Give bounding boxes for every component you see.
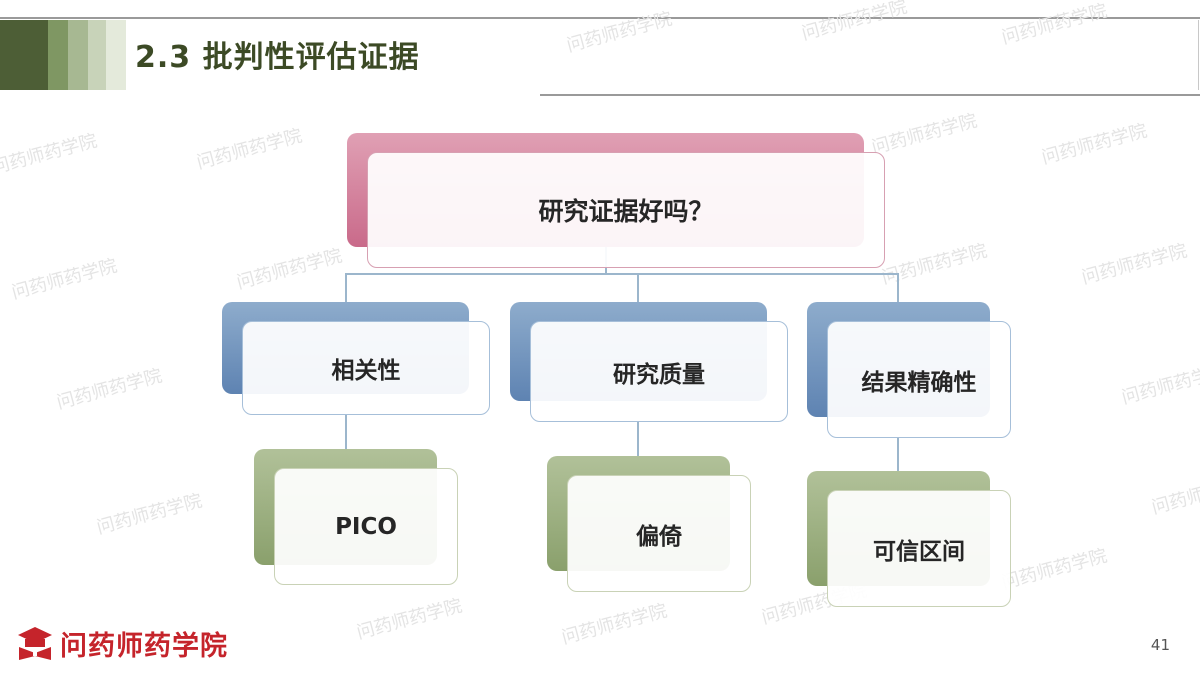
watermark: 问药师药学院 — [869, 110, 980, 159]
watermark: 问药师药学院 — [54, 365, 165, 414]
connector-child-1 — [345, 414, 347, 450]
node-confidence-interval: 可信区间 — [827, 490, 1011, 607]
watermark: 问药师药学院 — [1079, 240, 1190, 289]
brand-logo: 问药师药学院 — [16, 624, 228, 663]
watermark: 问药师药学院 — [194, 125, 305, 174]
connector-branch-3 — [897, 273, 899, 303]
graduation-cap-icon — [16, 625, 54, 663]
node-bias: 偏倚 — [567, 475, 751, 592]
node-pico: PICO — [274, 468, 458, 585]
watermark: 问药师药学院 — [0, 130, 100, 179]
watermark: 问药师药学院 — [94, 490, 205, 539]
root-node: 研究证据好吗？ — [367, 152, 885, 268]
watermark: 问药师药学院 — [9, 255, 120, 304]
connector-horizontal — [345, 273, 899, 275]
watermark: 问药师药学院 — [1039, 120, 1150, 169]
watermark: 问药师药学院 — [559, 600, 670, 649]
node-study-quality: 研究质量 — [530, 321, 788, 422]
watermark: 问药师药学院 — [999, 545, 1110, 594]
connector-child-3 — [897, 437, 899, 472]
watermark: 问药师药学院 — [234, 245, 345, 294]
watermark: 问药师药学院 — [1149, 470, 1200, 519]
node-precision: 结果精确性 — [827, 321, 1011, 438]
connector-branch-1 — [345, 273, 347, 303]
connector-child-2 — [637, 421, 639, 457]
page-number: 41 — [1150, 636, 1170, 654]
title-frame — [126, 20, 1199, 90]
page-title: 2.3 批判性评估证据 — [135, 40, 420, 75]
watermark: 问药师药学院 — [354, 595, 465, 644]
watermark: 问药师药学院 — [1119, 360, 1200, 409]
logo-text: 问药师药学院 — [60, 631, 228, 662]
connector-branch-2 — [637, 273, 639, 303]
header-color-bars — [0, 20, 126, 90]
node-relevance: 相关性 — [242, 321, 490, 415]
watermark: 问药师药学院 — [879, 240, 990, 289]
top-rule — [0, 17, 1200, 19]
title-underline — [540, 94, 1200, 96]
